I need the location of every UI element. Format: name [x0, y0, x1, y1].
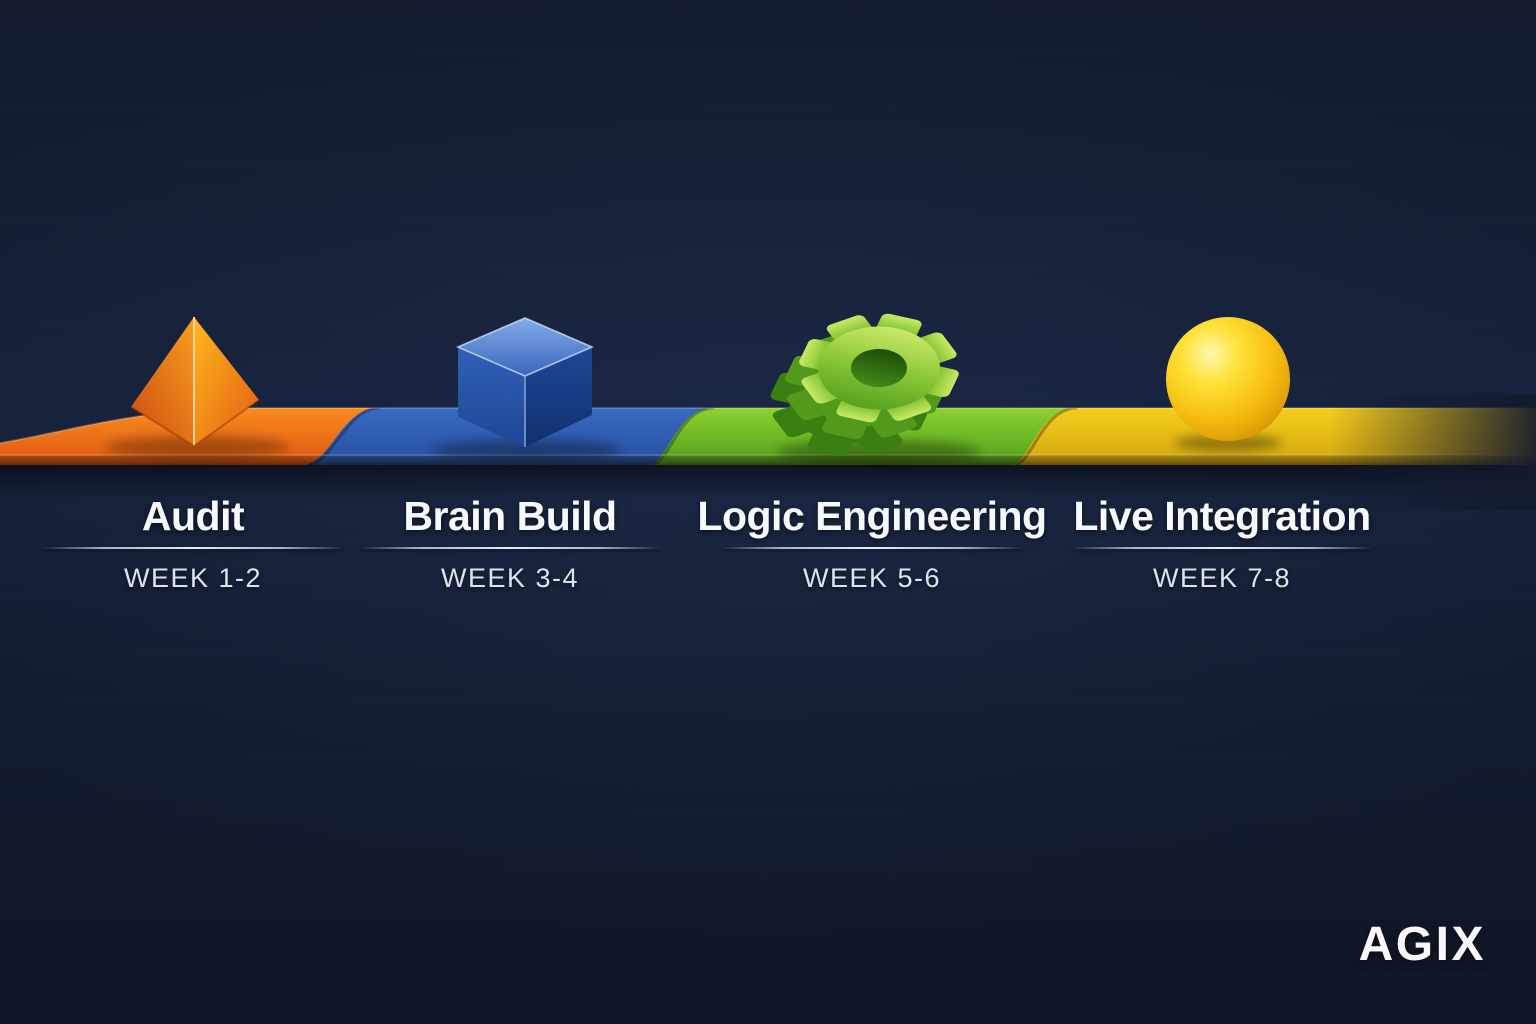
brand-logo: AGIX: [1358, 918, 1486, 971]
phase-weeks: WEEK 5-6: [802, 563, 942, 594]
phase-divider: [43, 547, 343, 550]
gear-icon: [770, 313, 981, 464]
ribbon-drop-shadow: [0, 465, 1536, 498]
ribbon-front-face: [0, 455, 1536, 465]
pyramid-icon: [105, 317, 289, 458]
sphere-icon: [1166, 317, 1290, 452]
phase-title: Audit: [141, 493, 245, 539]
phase-logic-engineering: Logic Engineering WEEK 5-6: [692, 493, 1052, 594]
phase-live-integration: Live Integration WEEK 7-8: [1042, 493, 1402, 594]
phase-weeks: WEEK 1-2: [123, 563, 263, 594]
phase-divider: [360, 547, 660, 550]
phase-title: Logic Engineering: [697, 493, 1047, 539]
phase-divider: [1072, 547, 1372, 550]
phase-title: Live Integration: [1073, 493, 1371, 539]
phase-weeks: WEEK 3-4: [440, 563, 580, 594]
ribbon-right-fade: [1330, 395, 1536, 510]
phase-brain-build: Brain Build WEEK 3-4: [330, 493, 690, 594]
cube-icon: [432, 317, 622, 461]
phase-audit: Audit WEEK 1-2: [13, 493, 373, 594]
phase-title: Brain Build: [403, 493, 617, 539]
phase-weeks: WEEK 7-8: [1152, 563, 1292, 594]
phase-divider: [722, 547, 1022, 550]
